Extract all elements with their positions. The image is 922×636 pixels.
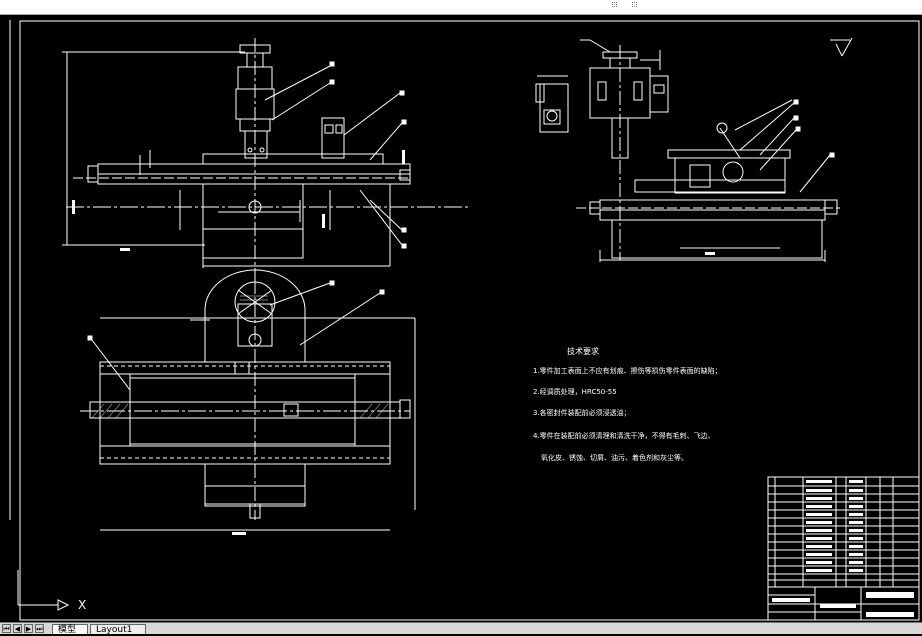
prev-tab-icon[interactable]: ◀	[13, 624, 22, 633]
toolbar-grip	[612, 2, 617, 7]
front-view	[62, 38, 470, 290]
top-toolbar-strip	[0, 0, 922, 15]
layout-tab-bar: ⏮ ◀ ▶ ⏭ 模型 Layout1	[0, 622, 922, 635]
ucs-x-label: X	[78, 598, 86, 612]
last-tab-icon[interactable]: ⏭	[35, 624, 44, 633]
first-tab-icon[interactable]: ⏮	[2, 624, 11, 633]
next-tab-icon[interactable]: ▶	[24, 624, 33, 633]
dim-text	[72, 150, 715, 535]
section-hatch	[91, 295, 389, 419]
tech-req-line-4: 4.零件在装配前必须清理和清洗干净，不得有毛刺、飞边、	[533, 431, 715, 440]
tech-req-line-5: 氧化皮、锈蚀、切屑、油污、着色剂和灰尘等。	[541, 453, 688, 462]
tech-req-line-3: 3.各密封件装配前必须浸透油；	[533, 408, 631, 417]
tab-model[interactable]: 模型	[52, 624, 88, 635]
tech-req-line-2: 2.经调质处理，HRC50-55	[533, 387, 617, 396]
drawing-border	[19, 20, 920, 621]
side-view	[535, 37, 853, 262]
drawing-canvas[interactable]: 技术要求 1.零件加工表面上不应有划痕、擦伤等损伤零件表面的缺陷； 2.经调质处…	[0, 14, 922, 624]
top-view	[80, 269, 416, 531]
title-block-rows	[768, 485, 919, 581]
toolbar-grip	[632, 2, 637, 7]
ucs-icon: X	[17, 570, 86, 612]
tech-req-title: 技术要求	[567, 346, 599, 356]
tech-req-line-1: 1.零件加工表面上不应有划痕、擦伤等损伤零件表面的缺陷；	[533, 366, 722, 375]
tech-requirements: 技术要求 1.零件加工表面上不应有划痕、擦伤等损伤零件表面的缺陷； 2.经调质处…	[533, 346, 722, 462]
title-block	[767, 476, 920, 621]
tab-layout1[interactable]: Layout1	[90, 624, 146, 635]
title-block-text	[772, 480, 914, 617]
